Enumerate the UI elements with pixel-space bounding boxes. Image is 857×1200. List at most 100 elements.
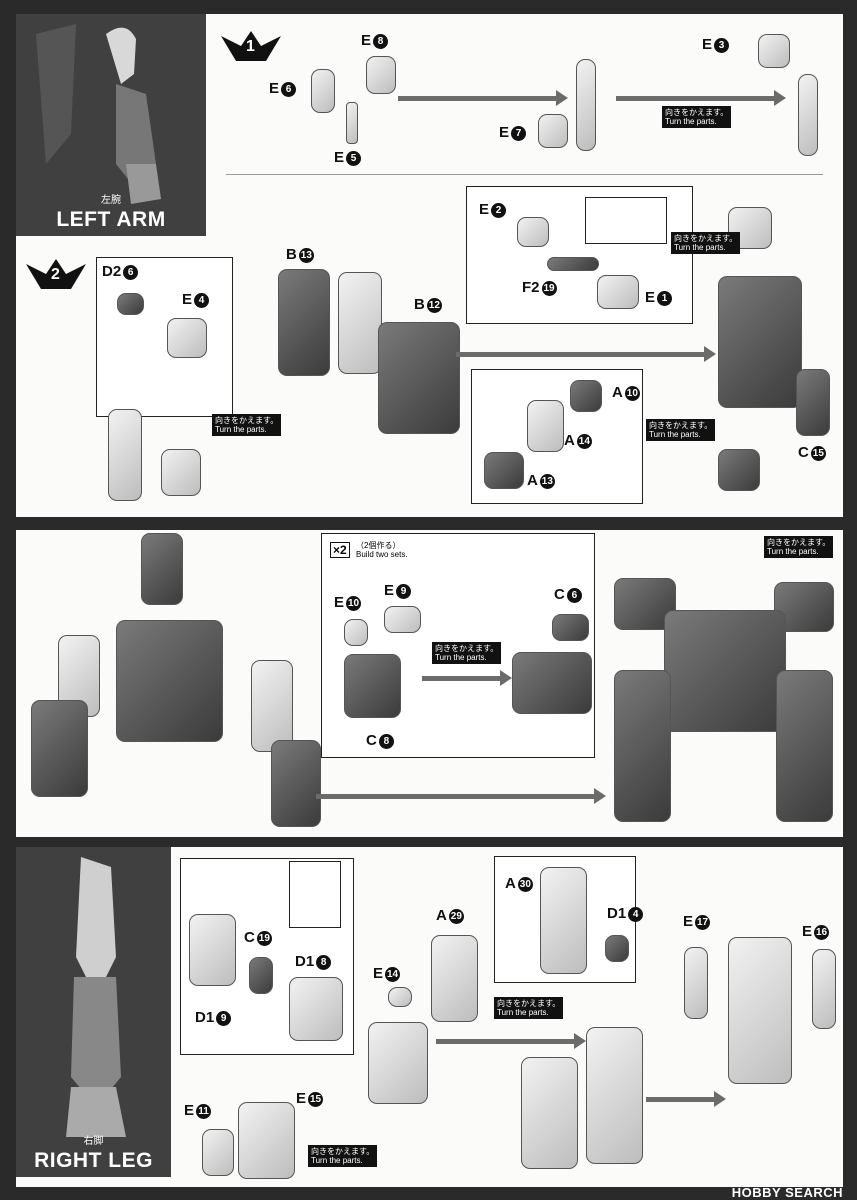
turn-note: 向きをかえます。Turn the parts. (764, 536, 834, 558)
left-forearm (31, 700, 88, 797)
right-leg-title: RIGHT LEG (34, 1149, 153, 1172)
step-1-number: 1 (246, 38, 255, 55)
part-b12 (378, 322, 460, 434)
step-2-number: 2 (51, 266, 60, 283)
hobby-search-watermark: HOBBY SEARCH (731, 1185, 843, 1200)
part-d19 (189, 914, 236, 986)
step-arrow (646, 1091, 726, 1107)
knee-assembly (238, 1102, 295, 1179)
build-jp: （2個作る） (356, 541, 401, 550)
x2-badge: ×2 (330, 542, 350, 558)
part-e4-placed (161, 449, 201, 496)
part-e4 (167, 318, 207, 358)
left-arm-hero-image: 左腕 LEFT ARM (16, 14, 206, 236)
arm-assembly-1 (576, 59, 596, 151)
step-arrow (616, 90, 786, 106)
step-1-badge: 1 (221, 26, 281, 64)
shoulder-armor (512, 652, 592, 714)
build-en: Build two sets. (356, 550, 408, 559)
turn-note: 向きをかえます。Turn the parts. (646, 419, 716, 441)
step-arrow (456, 346, 716, 362)
assembled-left-arm (614, 670, 671, 822)
right-forearm (271, 740, 321, 827)
part-a14 (527, 400, 564, 452)
arm-subassembly (108, 409, 142, 501)
part-d14 (605, 935, 629, 962)
part-e17 (684, 947, 708, 1019)
left-arm-jp-title: 左腕 (101, 195, 121, 206)
part-e6 (311, 69, 335, 113)
turn-note: 向きをかえます。Turn the parts. (212, 414, 282, 436)
part-e11 (202, 1129, 234, 1176)
step-arrow (436, 1033, 586, 1049)
part-a13 (484, 452, 524, 489)
part-b13 (278, 269, 330, 376)
part-d18 (289, 977, 343, 1041)
part-e3 (758, 34, 790, 68)
arm-assembly-2 (798, 74, 818, 156)
fist-assembled (718, 449, 760, 491)
step-2-badge: 2 (26, 254, 86, 292)
turn-note-vertical: 向きをかえます。Turn the parts. (671, 232, 741, 254)
head-part (141, 533, 183, 605)
part-e16 (812, 949, 836, 1029)
part-a10 (570, 380, 602, 412)
torso-part (116, 620, 223, 742)
thigh-assembly (586, 1027, 643, 1164)
part-e1 (597, 275, 639, 309)
step-divider (226, 174, 823, 175)
part-e9 (384, 606, 421, 633)
part-c15 (796, 369, 830, 436)
part-a29 (431, 935, 478, 1022)
right-upper-arm (251, 660, 293, 752)
step-arrow (316, 788, 606, 804)
turn-note: 向きをかえます。Turn the parts. (662, 106, 732, 128)
leg-assembled (728, 937, 792, 1084)
part-e7 (538, 114, 568, 148)
right-leg-jp-title: 右脚 (83, 1136, 104, 1147)
right-leg-panel: 右脚 RIGHT LEG 1 C19 D18 D19 E11 E15 向きをかえ… (16, 847, 843, 1187)
turn-note: 向きをかえます。Turn the parts. (432, 642, 502, 664)
part-e8 (366, 56, 396, 94)
part-e10 (344, 619, 368, 646)
part-c19 (249, 957, 273, 994)
left-arm-assembled (718, 276, 802, 408)
inset-f219 (585, 197, 667, 244)
part-e14 (388, 987, 412, 1007)
turn-note: 向きをかえます。Turn the parts. (494, 997, 564, 1019)
right-leg-hero-image: 右脚 RIGHT LEG (16, 847, 171, 1177)
arm-silhouette (16, 14, 206, 236)
part-c6 (552, 614, 589, 641)
